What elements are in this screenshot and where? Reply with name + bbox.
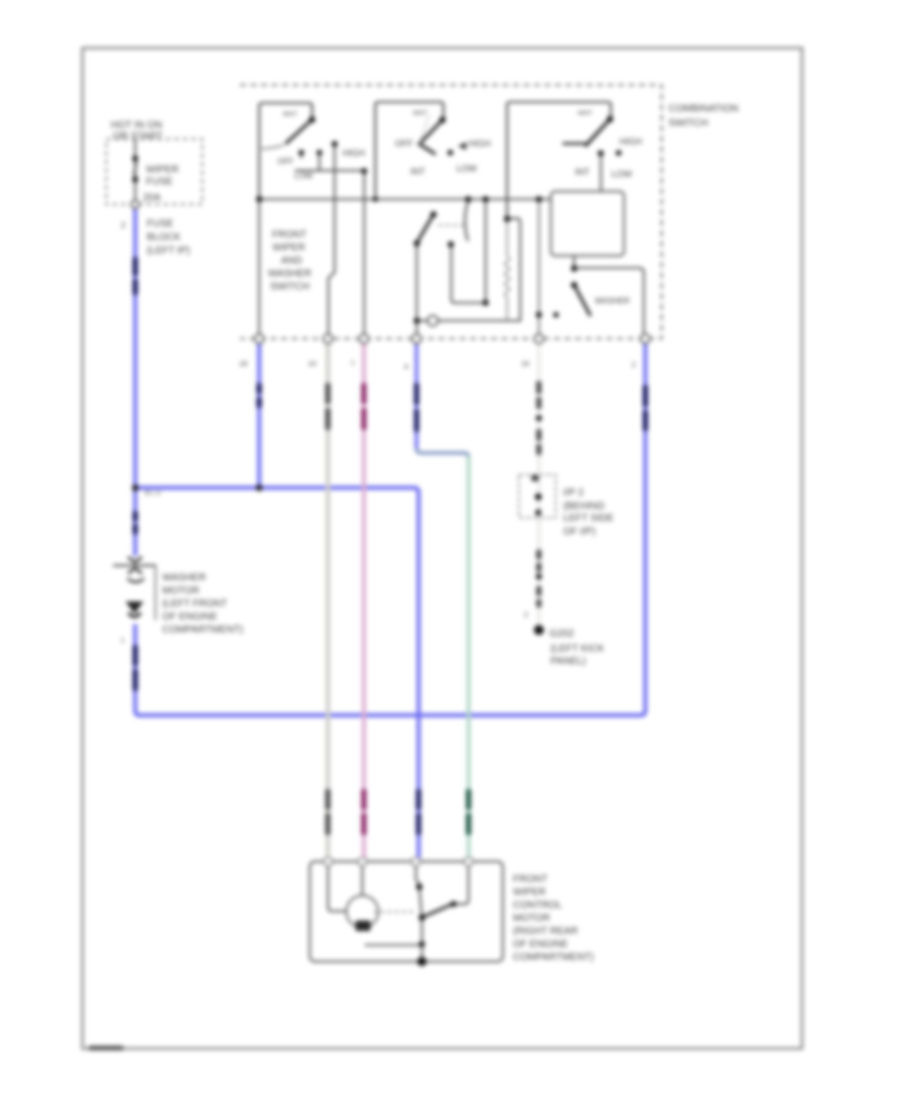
svg-text:10: 10 xyxy=(308,359,316,368)
svg-text:COMBINATION: COMBINATION xyxy=(669,104,739,115)
svg-text:OR START: OR START xyxy=(113,131,163,142)
svg-text:18: 18 xyxy=(239,359,247,368)
svg-text:OF ENGINE: OF ENGINE xyxy=(162,612,217,623)
svg-text:AND: AND xyxy=(281,256,302,267)
svg-text:MIST: MIST xyxy=(283,112,298,118)
svg-text:WIPER: WIPER xyxy=(146,165,179,176)
svg-text:LEFT SIDE: LEFT SIDE xyxy=(563,513,614,524)
svg-text:4: 4 xyxy=(404,362,408,371)
svg-text:7: 7 xyxy=(351,359,355,368)
svg-text:INT: INT xyxy=(575,167,590,177)
svg-text:LOW: LOW xyxy=(456,164,477,174)
svg-text:MOTOR: MOTOR xyxy=(513,913,550,924)
svg-text:FUSE: FUSE xyxy=(146,177,173,188)
svg-text:LOW: LOW xyxy=(612,169,633,179)
svg-text:OFF: OFF xyxy=(278,157,294,166)
svg-text:BLU: BLU xyxy=(145,490,162,497)
svg-text:16: 16 xyxy=(521,359,529,368)
svg-text:SWITCH: SWITCH xyxy=(669,118,708,129)
svg-text:FUSE: FUSE xyxy=(147,219,174,230)
svg-text:SWITCH: SWITCH xyxy=(270,282,309,293)
svg-text:G202: G202 xyxy=(550,629,575,640)
svg-text:OF I/P): OF I/P) xyxy=(563,527,595,538)
svg-text:WASHER: WASHER xyxy=(268,269,312,280)
svg-text:I/P 2: I/P 2 xyxy=(563,488,584,499)
svg-text:2: 2 xyxy=(632,360,636,369)
svg-text:MIST: MIST xyxy=(413,111,428,117)
svg-text:CONTROL: CONTROL xyxy=(513,900,562,911)
svg-text:2: 2 xyxy=(524,610,528,619)
svg-text:HOT IN ON: HOT IN ON xyxy=(111,120,162,131)
svg-text:MIST: MIST xyxy=(578,111,593,117)
svg-text:HIGH: HIGH xyxy=(343,148,366,158)
svg-text:2: 2 xyxy=(121,221,126,230)
svg-text:(BEHIND: (BEHIND xyxy=(563,501,604,512)
svg-text:BLOCK: BLOCK xyxy=(147,232,181,243)
svg-text:OF ENGINE: OF ENGINE xyxy=(513,939,568,950)
svg-text:(RIGHT REAR: (RIGHT REAR xyxy=(513,926,578,937)
svg-text:20A: 20A xyxy=(143,193,161,204)
svg-text:PANEL): PANEL) xyxy=(551,656,586,667)
svg-text:FRONT: FRONT xyxy=(513,874,547,885)
svg-text:WASHER: WASHER xyxy=(595,297,630,306)
svg-text:FRONT: FRONT xyxy=(272,230,306,241)
svg-text:OFF: OFF xyxy=(395,139,413,149)
svg-text:(LEFT FRONT: (LEFT FRONT xyxy=(162,599,227,610)
svg-text:1: 1 xyxy=(121,638,125,645)
svg-text:(LEFT KICK: (LEFT KICK xyxy=(551,644,605,655)
svg-text:(LEFT IP): (LEFT IP) xyxy=(147,246,190,257)
svg-text:LOW: LOW xyxy=(295,172,314,181)
svg-text:COMPARTMENT): COMPARTMENT) xyxy=(513,952,594,963)
svg-text:WIPER: WIPER xyxy=(513,887,546,898)
svg-text:WASHER: WASHER xyxy=(162,573,206,584)
svg-text:INT: INT xyxy=(411,167,426,177)
svg-text:WIPER: WIPER xyxy=(273,243,306,254)
svg-text:HIGH: HIGH xyxy=(620,137,643,147)
svg-text:COMPARTMENT): COMPARTMENT) xyxy=(162,625,243,636)
svg-text:HIGH: HIGH xyxy=(468,139,491,149)
svg-text:MOTOR: MOTOR xyxy=(162,586,199,597)
